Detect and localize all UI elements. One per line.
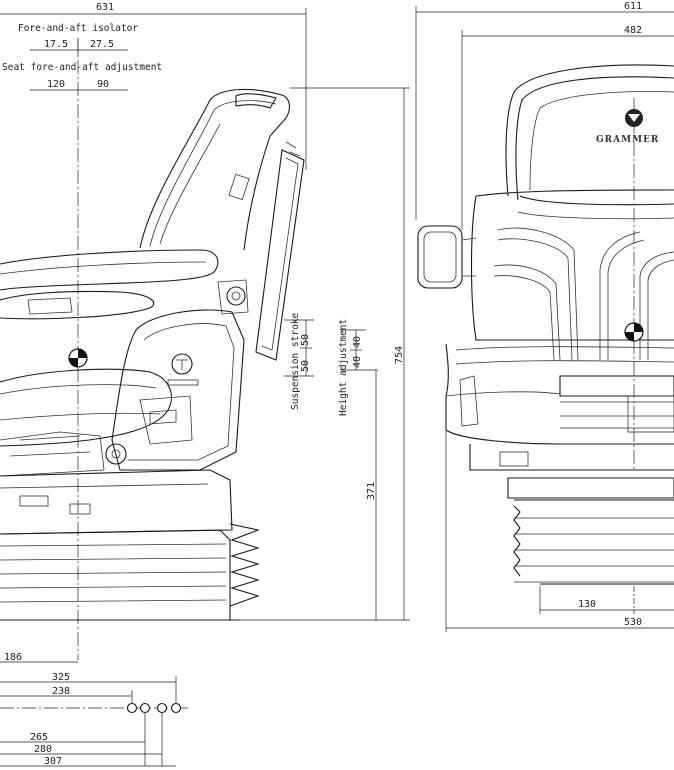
side-centerline-marker	[68, 348, 88, 368]
height-adjust-down: 40	[352, 356, 363, 368]
suspension-stroke-down: 50	[300, 360, 311, 372]
seat-fore-aft-label: Seat fore-and-aft adjustment	[2, 62, 162, 73]
front-centerline-marker	[624, 322, 644, 342]
brand-text: GRAMMER	[596, 135, 659, 145]
isolator-value-front: 17.5	[44, 39, 68, 50]
base-outer-value: 530	[624, 617, 642, 628]
seat-adjust-value-front: 120	[47, 79, 65, 90]
dimension-height-adjustment: Height adjustment 40 40	[338, 319, 378, 416]
dimension-mounting-points: 325 238 265 280 307	[0, 672, 188, 767]
mount-dim-307: 307	[44, 756, 62, 767]
side-armrest	[0, 249, 219, 320]
front-overall-width-value: 611	[624, 1, 642, 12]
suspension-stroke-label: Suspension stroke	[290, 312, 301, 410]
overall-width-value: 631	[96, 2, 114, 13]
suspension-stroke-up: 50	[300, 334, 311, 346]
dimension-front-overall-width: 611	[415, 1, 674, 220]
side-seat-frame	[0, 279, 249, 477]
front-suspension-base	[445, 430, 674, 632]
base-height-value: 371	[366, 482, 377, 500]
dimension-front-offset: 186	[0, 652, 78, 663]
grammer-logo: GRAMMER	[596, 109, 659, 145]
mount-dim-265: 265	[30, 732, 48, 743]
side-suspension-base	[0, 469, 260, 621]
dimension-backrest-width: 482	[461, 25, 674, 230]
side-view: 631 Fore-and-aft isolator 17.5 27.5 Seat…	[0, 2, 410, 767]
backrest-width-value: 482	[624, 25, 642, 36]
base-inner-value: 130	[578, 599, 596, 610]
front-view: 611 482	[415, 1, 674, 632]
front-backrest	[470, 64, 674, 470]
fore-aft-isolator-label: Fore-and-aft isolator	[18, 23, 138, 34]
mount-dim-325: 325	[52, 672, 70, 683]
dimension-suspension-stroke: Suspension stroke 50 50	[284, 312, 314, 410]
dimension-overall-width: 631	[0, 2, 307, 170]
mount-dim-280: 280	[34, 744, 52, 755]
front-seat-cushion	[445, 343, 674, 445]
dimension-overall-height: 754	[290, 87, 410, 620]
dimension-seat-fore-aft: Seat fore-and-aft adjustment 120 90	[2, 62, 162, 91]
seat-adjust-value-rear: 90	[97, 79, 109, 90]
dimension-base-height: 371	[240, 370, 410, 621]
height-adjust-up: 40	[352, 336, 363, 348]
mount-dim-238: 238	[52, 686, 70, 697]
front-armrest	[417, 225, 477, 289]
overall-height-value: 754	[394, 346, 405, 364]
side-backrest	[139, 88, 305, 361]
dimension-front-base: 130 530	[446, 599, 674, 629]
isolator-value-rear: 27.5	[90, 39, 114, 50]
height-adjustment-label: Height adjustment	[338, 319, 349, 416]
front-offset-value: 186	[4, 652, 22, 663]
